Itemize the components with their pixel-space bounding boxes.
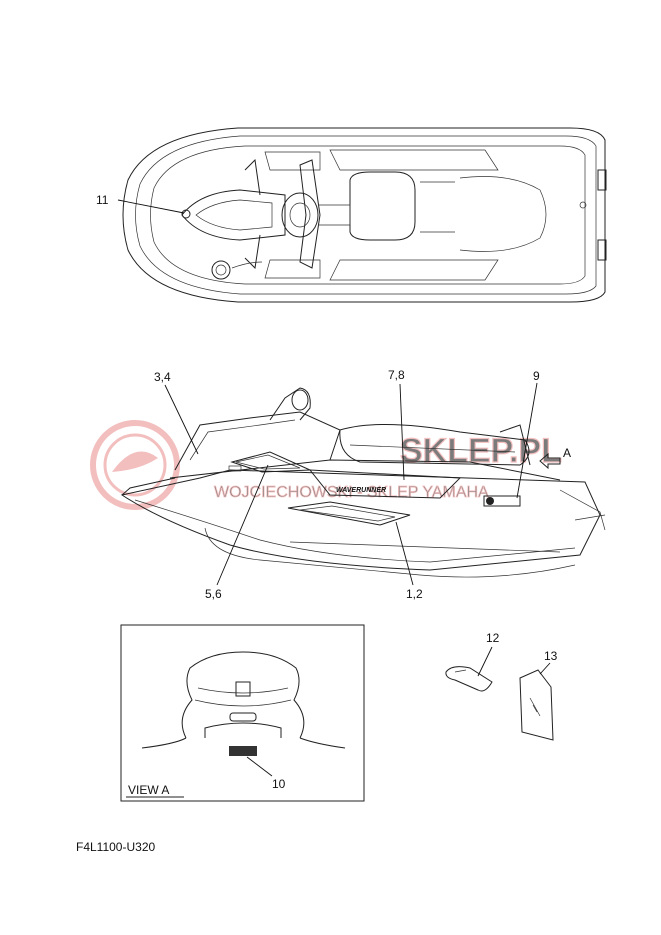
callout-7-8: 7,8 bbox=[388, 368, 405, 382]
view-direction-arrow-icon bbox=[539, 452, 561, 470]
hull-badge-text: WAVERUNNER bbox=[336, 487, 386, 494]
callout-10: 10 bbox=[272, 777, 286, 791]
watermark-logo-icon bbox=[90, 420, 180, 510]
callout-12: 12 bbox=[486, 631, 500, 645]
leader-lines bbox=[117, 199, 551, 777]
view-a-badge bbox=[229, 746, 257, 756]
callout-1-2: 1,2 bbox=[406, 587, 423, 601]
part-12-strap bbox=[445, 666, 493, 692]
callout-3-4: 3,4 bbox=[154, 370, 171, 384]
callout-9: 9 bbox=[533, 369, 540, 383]
diagram-code: F4L1100-U320 bbox=[76, 840, 155, 854]
view-a-detail: VIEW A bbox=[120, 624, 365, 802]
side-view-watercraft: WAVERUNNER A bbox=[120, 387, 606, 578]
part-13-label-sheet bbox=[519, 669, 554, 741]
callout-11: 11 bbox=[96, 193, 109, 207]
view-direction-label: A bbox=[563, 446, 571, 460]
callout-13: 13 bbox=[544, 649, 558, 663]
callout-5-6: 5,6 bbox=[205, 587, 222, 601]
watermark-line2: WOJCIECHOWSKI - SKLEP YAMAHA bbox=[214, 484, 489, 501]
callouts: 11 3,4 7,8 9 5,6 1,2 10 12 13 bbox=[96, 193, 558, 791]
view-a-label: VIEW A bbox=[128, 783, 169, 797]
top-view-watercraft bbox=[122, 127, 607, 303]
